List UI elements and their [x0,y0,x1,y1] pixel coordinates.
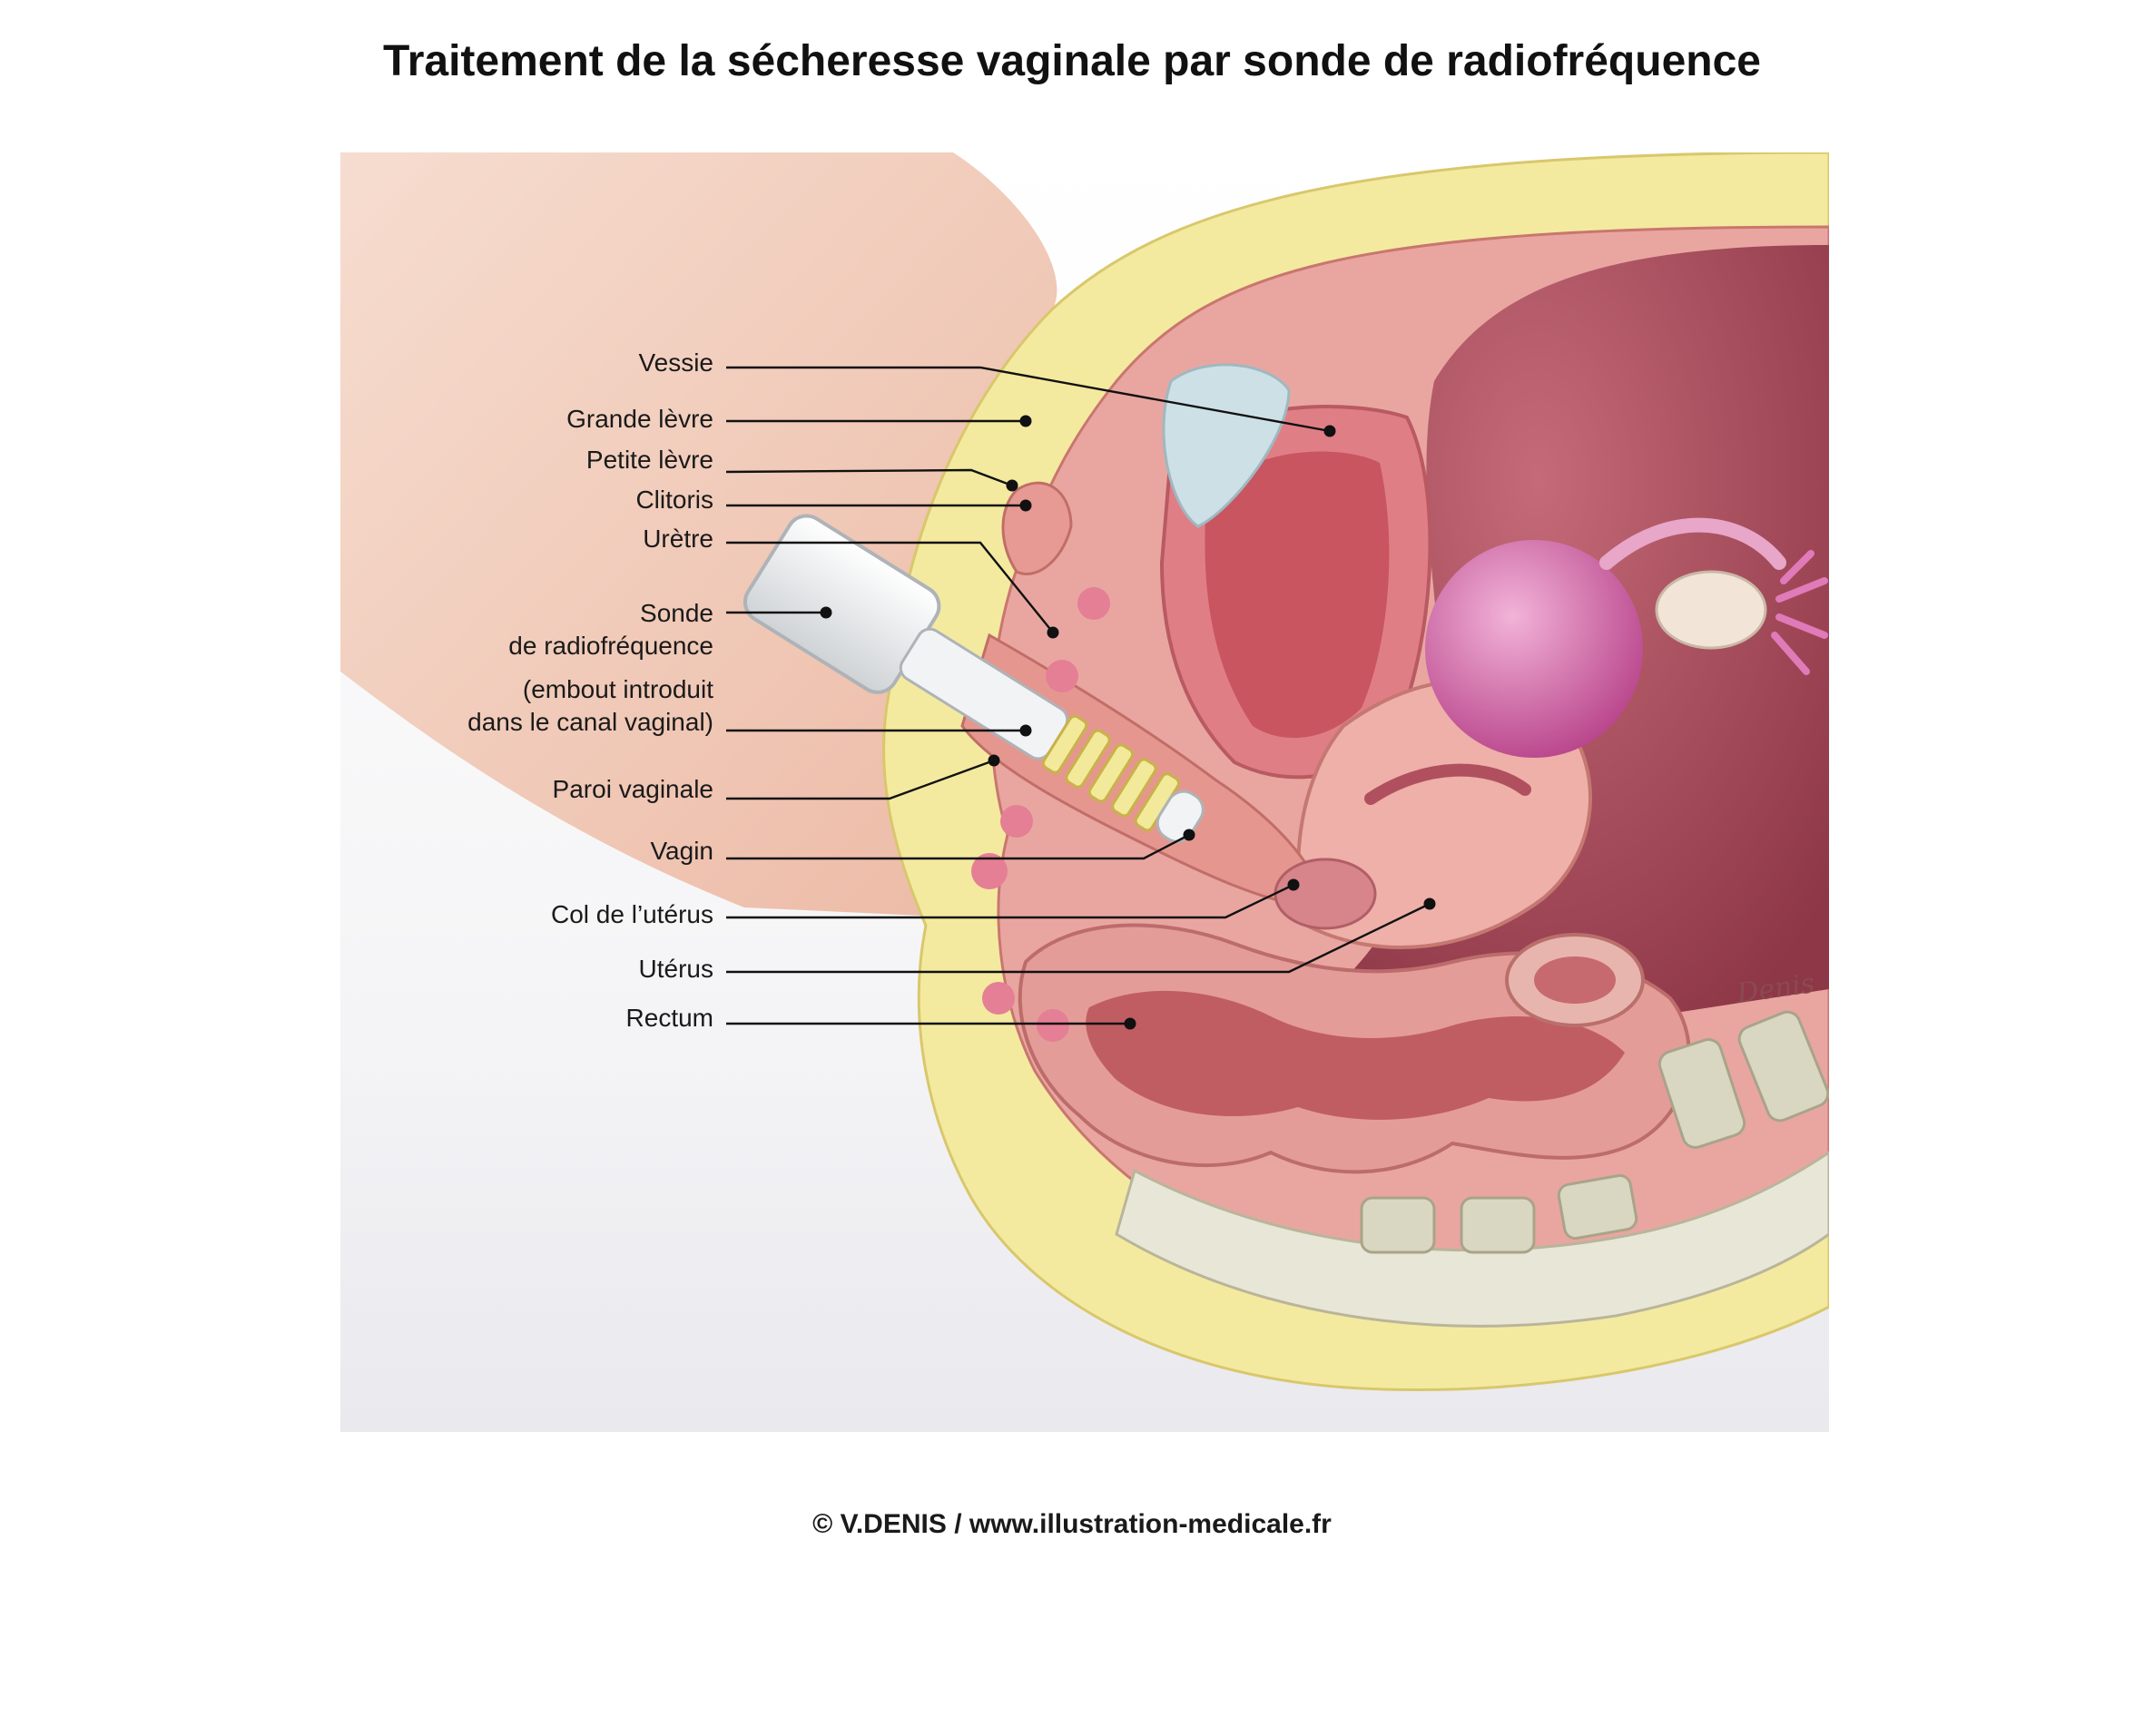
uterine-canal [1364,763,1531,805]
label-col-uterus: Col de l’utérus [551,900,713,928]
fallopian-tube [1599,517,1786,570]
label-uretre: Urètre [643,525,713,553]
label-rectum: Rectum [625,1004,713,1032]
label-vessie: Vessie [638,348,714,377]
label-embout-line2: dans le canal vaginal) [467,708,713,736]
label-paroi-vaginale: Paroi vaginale [552,775,713,803]
label-clitoris: Clitoris [635,485,713,514]
rf-spots [971,587,1110,1042]
fimbriae [1771,550,1828,675]
rectum-lumen [1086,990,1625,1120]
label-vagin: Vagin [650,837,713,865]
ovary-secondary [1655,570,1767,650]
ovary [1425,540,1643,758]
label-grande-levre: Grande lèvre [566,405,713,433]
label-sonde-line2: de radiofréquence [508,632,713,660]
vertebrae [1360,1010,1829,1254]
label-sonde-line1: Sonde [640,599,713,627]
copyright-credit: © V.DENIS / www.illustration-medicale.fr [812,1509,1332,1539]
leader-lines [725,366,1431,1025]
rf-electrode-rings [1041,714,1181,832]
bladder-lumen [1205,451,1390,739]
label-uterus: Utérus [638,955,713,983]
pubic-bone [1162,363,1291,528]
label-petite-levre: Petite lèvre [585,446,713,474]
label-embout-line1: (embout introduit [522,675,713,703]
leader-dots [820,415,1436,1030]
diagram-title: Traitement de la sécheresse vaginale par… [383,37,1761,85]
intestine-loop-lumen [1534,956,1616,1004]
cervix [1274,858,1377,930]
thigh-skin [340,152,1057,917]
